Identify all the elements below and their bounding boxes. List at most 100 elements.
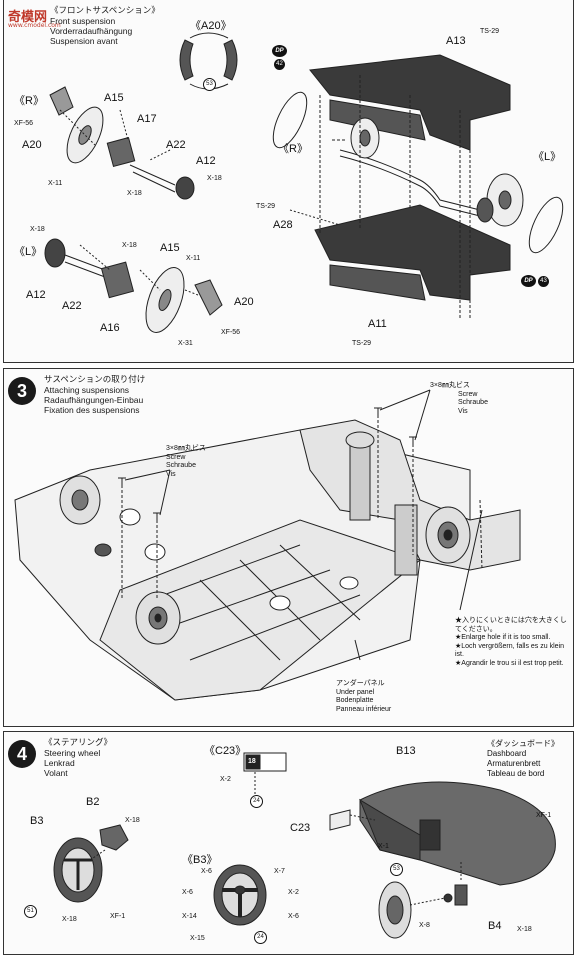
paint-x1: X-1: [378, 843, 389, 850]
step-2-panel: [3, 0, 574, 363]
paint-ts29-top: TS-29: [480, 28, 500, 35]
label-c23: C23: [290, 822, 311, 834]
label-a20-top: 《A20》: [190, 20, 232, 32]
note-de: ★Loch vergrößern, falls es zu klein ist.: [455, 642, 564, 659]
under-panel-jp: アンダーパネル: [336, 680, 385, 687]
label-a17: A17: [137, 113, 157, 125]
step-3-title: サスペンションの取り付け Attaching suspensions Radau…: [44, 375, 145, 415]
step-3-title-de: Radaufhängungen-Einbau: [44, 395, 144, 405]
part-number-42: 42: [274, 59, 285, 70]
paint-x2-b3: X-2: [288, 889, 299, 896]
label-a13: A13: [446, 35, 466, 47]
watermark-url: www.cmodel.com: [8, 22, 61, 29]
label-r-left: 《R》: [14, 95, 44, 107]
paint-x18-b4: X-18: [517, 926, 532, 933]
part-number-53-dash: 53: [390, 863, 403, 876]
paint-x11-upper: X-11: [48, 180, 63, 187]
step-2-title-jp: 《フロントサスペンション》: [50, 6, 160, 16]
paint-xf56-upper: XF-56: [14, 120, 34, 127]
paint-x11-lower: X-11: [186, 255, 201, 262]
paint-x18-upper: X-18: [127, 190, 142, 197]
under-panel-label: アンダーパネル Under panel Bodenplatte Panneau …: [336, 680, 391, 714]
decal-number: 18: [248, 758, 256, 765]
part-number-51: 51: [24, 905, 37, 918]
label-l-left: 《L》: [14, 246, 43, 258]
paint-x7: X-7: [274, 868, 285, 875]
label-a12-upper: A12: [196, 155, 216, 167]
screw-left-de: Schraube: [166, 462, 196, 469]
screw-right-fr: Vis: [458, 407, 468, 415]
label-a15-lower: A15: [160, 242, 180, 254]
paint-x18-lower-a: X-18: [30, 226, 45, 233]
dashboard-jp: 《ダッシュボード》: [487, 739, 559, 748]
paint-x6-a: X-6: [201, 868, 212, 875]
paint-x14: X-14: [182, 913, 197, 920]
step-3-title-fr: Fixation des suspensions: [44, 405, 140, 415]
step-2-title-en: Front suspension: [50, 16, 116, 26]
label-a20-upper: A20: [22, 139, 42, 151]
step-4-title: 《ステアリング》 Steering wheel Lenkrad Volant: [44, 738, 112, 778]
step-2-title-de: Vorderradaufhängung: [50, 26, 133, 36]
dashboard-de: Armaturenbrett: [487, 759, 541, 768]
label-l-frame: 《L》: [533, 151, 562, 163]
paint-x31: X-31: [178, 340, 193, 347]
paint-xf1-dash: XF-1: [536, 812, 552, 819]
step-4-title-fr: Volant: [44, 768, 68, 778]
screw-left-fr: Vis: [166, 470, 176, 478]
dp-badge-bottom: DP: [521, 275, 536, 287]
step-3-title-en: Attaching suspensions: [44, 385, 130, 395]
dashboard-fr: Tableau de bord: [487, 769, 545, 778]
step-4-number: 4: [8, 740, 36, 768]
paint-x6-b: X-6: [182, 889, 193, 896]
part-number-24-b3: 24: [254, 931, 267, 944]
label-b3-center: 《B3》: [182, 854, 218, 866]
step-3-number: 3: [8, 377, 36, 405]
paint-x15: X-15: [190, 935, 205, 942]
dashboard-title: 《ダッシュボード》 Dashboard Armaturenbrett Table…: [487, 739, 559, 779]
enlarge-hole-note: ★入りにくいときには穴を大きくしてください。 ★Enlarge hole if …: [455, 617, 567, 668]
under-panel-de: Bodenplatte: [336, 697, 374, 704]
label-a16: A16: [100, 322, 120, 334]
screw-left-jp: 3×8㎜丸ビス: [166, 445, 206, 452]
step-2-title: 《フロントサスペンション》 Front suspension Vorderrad…: [50, 6, 160, 46]
front-suspension-drawing: [44, 32, 564, 333]
label-b3-left: B3: [30, 815, 44, 827]
screw-right-de: Schraube: [458, 399, 488, 406]
step-3-title-jp: サスペンションの取り付け: [44, 375, 146, 385]
label-a15-upper: A15: [104, 92, 124, 104]
screw-right-en: Screw: [458, 390, 478, 398]
paint-x18-b3: X-18: [62, 916, 77, 923]
paint-ts29-bottom: TS-29: [352, 340, 372, 347]
paint-x6-c: X-6: [288, 913, 299, 920]
label-b4: B4: [488, 920, 502, 932]
step-2-title-fr: Suspension avant: [50, 36, 118, 46]
screw-callout-left: 3×8㎜丸ビス Screw Schraube Vis: [166, 445, 206, 479]
label-a28: A28: [273, 219, 293, 231]
label-b13: B13: [396, 745, 416, 757]
label-c23-top: 《C23》: [204, 745, 247, 757]
note-jp: ★入りにくいときには穴を大きくしてください。: [455, 617, 567, 633]
label-a22-lower: A22: [62, 300, 82, 312]
part-number-24-c23: 24: [250, 795, 263, 808]
paint-xf1-b3: XF-1: [110, 913, 126, 920]
paint-x18-b2: X-18: [125, 817, 140, 824]
label-a12-lower: A12: [26, 289, 46, 301]
dashboard-en: Dashboard: [487, 749, 527, 758]
step-4-title-jp: 《ステアリング》: [44, 738, 113, 748]
paint-x2-c23: X-2: [220, 776, 231, 783]
part-number-53: 53: [203, 78, 216, 91]
label-b2: B2: [86, 796, 100, 808]
note-en: ★Enlarge hole if it is too small.: [455, 634, 551, 641]
paint-xf56-lower: XF-56: [221, 329, 241, 336]
paint-x18-lower-b: X-18: [122, 242, 137, 249]
step-4-title-de: Lenkrad: [44, 758, 75, 768]
under-panel-fr: Panneau inférieur: [336, 705, 392, 713]
screw-left-en: Screw: [166, 453, 186, 461]
paint-x8: X-8: [419, 922, 430, 929]
screw-callout-right: 3×8㎜丸ビス Screw Schraube Vis: [430, 382, 488, 416]
paint-ts29-mid: TS-29: [256, 203, 276, 210]
label-a11: A11: [368, 318, 387, 330]
label-a22-upper: A22: [166, 139, 186, 151]
